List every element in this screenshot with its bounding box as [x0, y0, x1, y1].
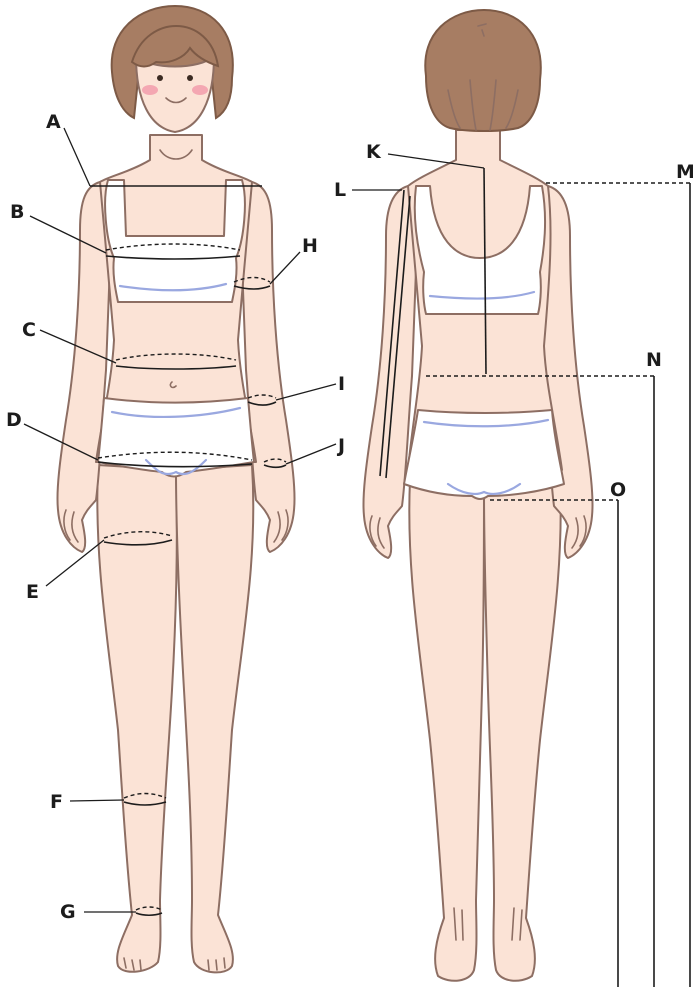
label-c: C [22, 319, 36, 341]
front-left-leg [97, 465, 176, 972]
leader-h [270, 252, 300, 284]
leader-f [70, 800, 124, 801]
label-g: G [60, 901, 76, 923]
back-left-leg [409, 480, 484, 981]
front-figure [57, 6, 294, 972]
front-left-eye [157, 75, 163, 81]
back-hair [425, 10, 541, 131]
label-i: I [338, 373, 345, 395]
label-m: M [676, 161, 693, 183]
label-f: F [50, 791, 63, 813]
label-d: D [6, 409, 22, 431]
label-l: L [334, 179, 346, 201]
front-right-cheek [192, 85, 208, 95]
label-a: A [46, 111, 61, 133]
front-right-leg [176, 465, 253, 972]
leader-j [286, 444, 336, 464]
leader-a [64, 128, 90, 186]
label-b: B [10, 201, 24, 223]
leader-i [276, 384, 336, 400]
front-left-cheek [142, 85, 158, 95]
label-h: H [302, 235, 318, 257]
label-e: E [26, 581, 39, 603]
back-right-leg [484, 480, 561, 981]
label-k: K [366, 141, 382, 163]
label-n: N [646, 349, 662, 371]
front-right-eye [187, 75, 193, 81]
label-o: O [610, 479, 626, 501]
label-j: J [336, 435, 345, 457]
